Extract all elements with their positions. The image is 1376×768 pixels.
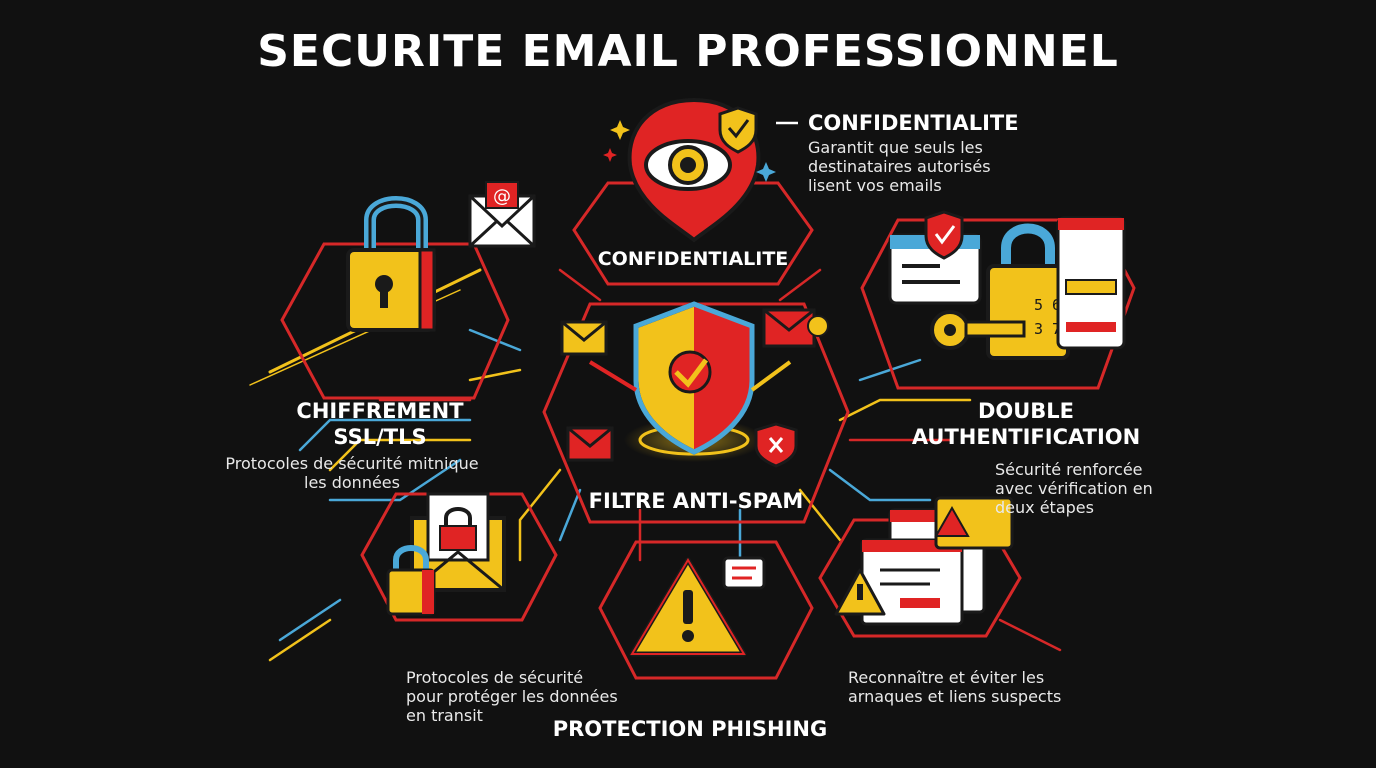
- phishing-label: PROTECTION PHISHING: [552, 717, 828, 741]
- double-auth-desc: Sécurité renforcée avec vérification en …: [995, 460, 1153, 517]
- chiffrement-label: CHIFFREMENT SSL/TLS: [296, 399, 464, 449]
- chiffrement-desc: Protocoles de sécurité mitnique les donn…: [225, 454, 479, 492]
- svg-text:5 6: 5 6: [1034, 296, 1061, 314]
- locked-envelope-icon: [386, 492, 506, 616]
- warning-windows-icon: [834, 496, 1014, 626]
- arnaques-desc: Reconnaître et éviter les arnaques et li…: [848, 668, 1062, 706]
- shield-check-icon: [560, 301, 829, 468]
- filtre-hex-label: FILTRE ANTI-SPAM: [588, 489, 804, 513]
- key-padlock-icon: 5 6 3 7: [888, 210, 1126, 360]
- svg-text:3 7: 3 7: [1034, 320, 1061, 338]
- hex-transit: [360, 492, 558, 622]
- hex-filtre: [542, 302, 850, 524]
- svg-text:@: @: [493, 186, 511, 207]
- hex-confidentialite: [572, 181, 814, 286]
- sparkle-decorations: [603, 120, 776, 182]
- hex-phishing: [598, 540, 814, 680]
- confidentialite-desc: Garantit que seuls les destinataires aut…: [808, 138, 991, 195]
- warning-triangle-icon: [629, 556, 766, 657]
- double-auth-label: DOUBLE AUTHENTIFICATION: [911, 399, 1141, 449]
- confidentialite-heading: CONFIDENTIALITE: [808, 111, 1019, 135]
- transit-desc: Protocoles de sécurité pour protéger les…: [406, 668, 618, 725]
- eye-shield-icon: [627, 97, 798, 243]
- confidentialite-hex-label: CONFIDENTIALITE: [597, 248, 789, 270]
- padlock-icon: @: [346, 181, 536, 332]
- page-title: SECURITE EMAIL PROFESSIONNEL: [257, 26, 1119, 77]
